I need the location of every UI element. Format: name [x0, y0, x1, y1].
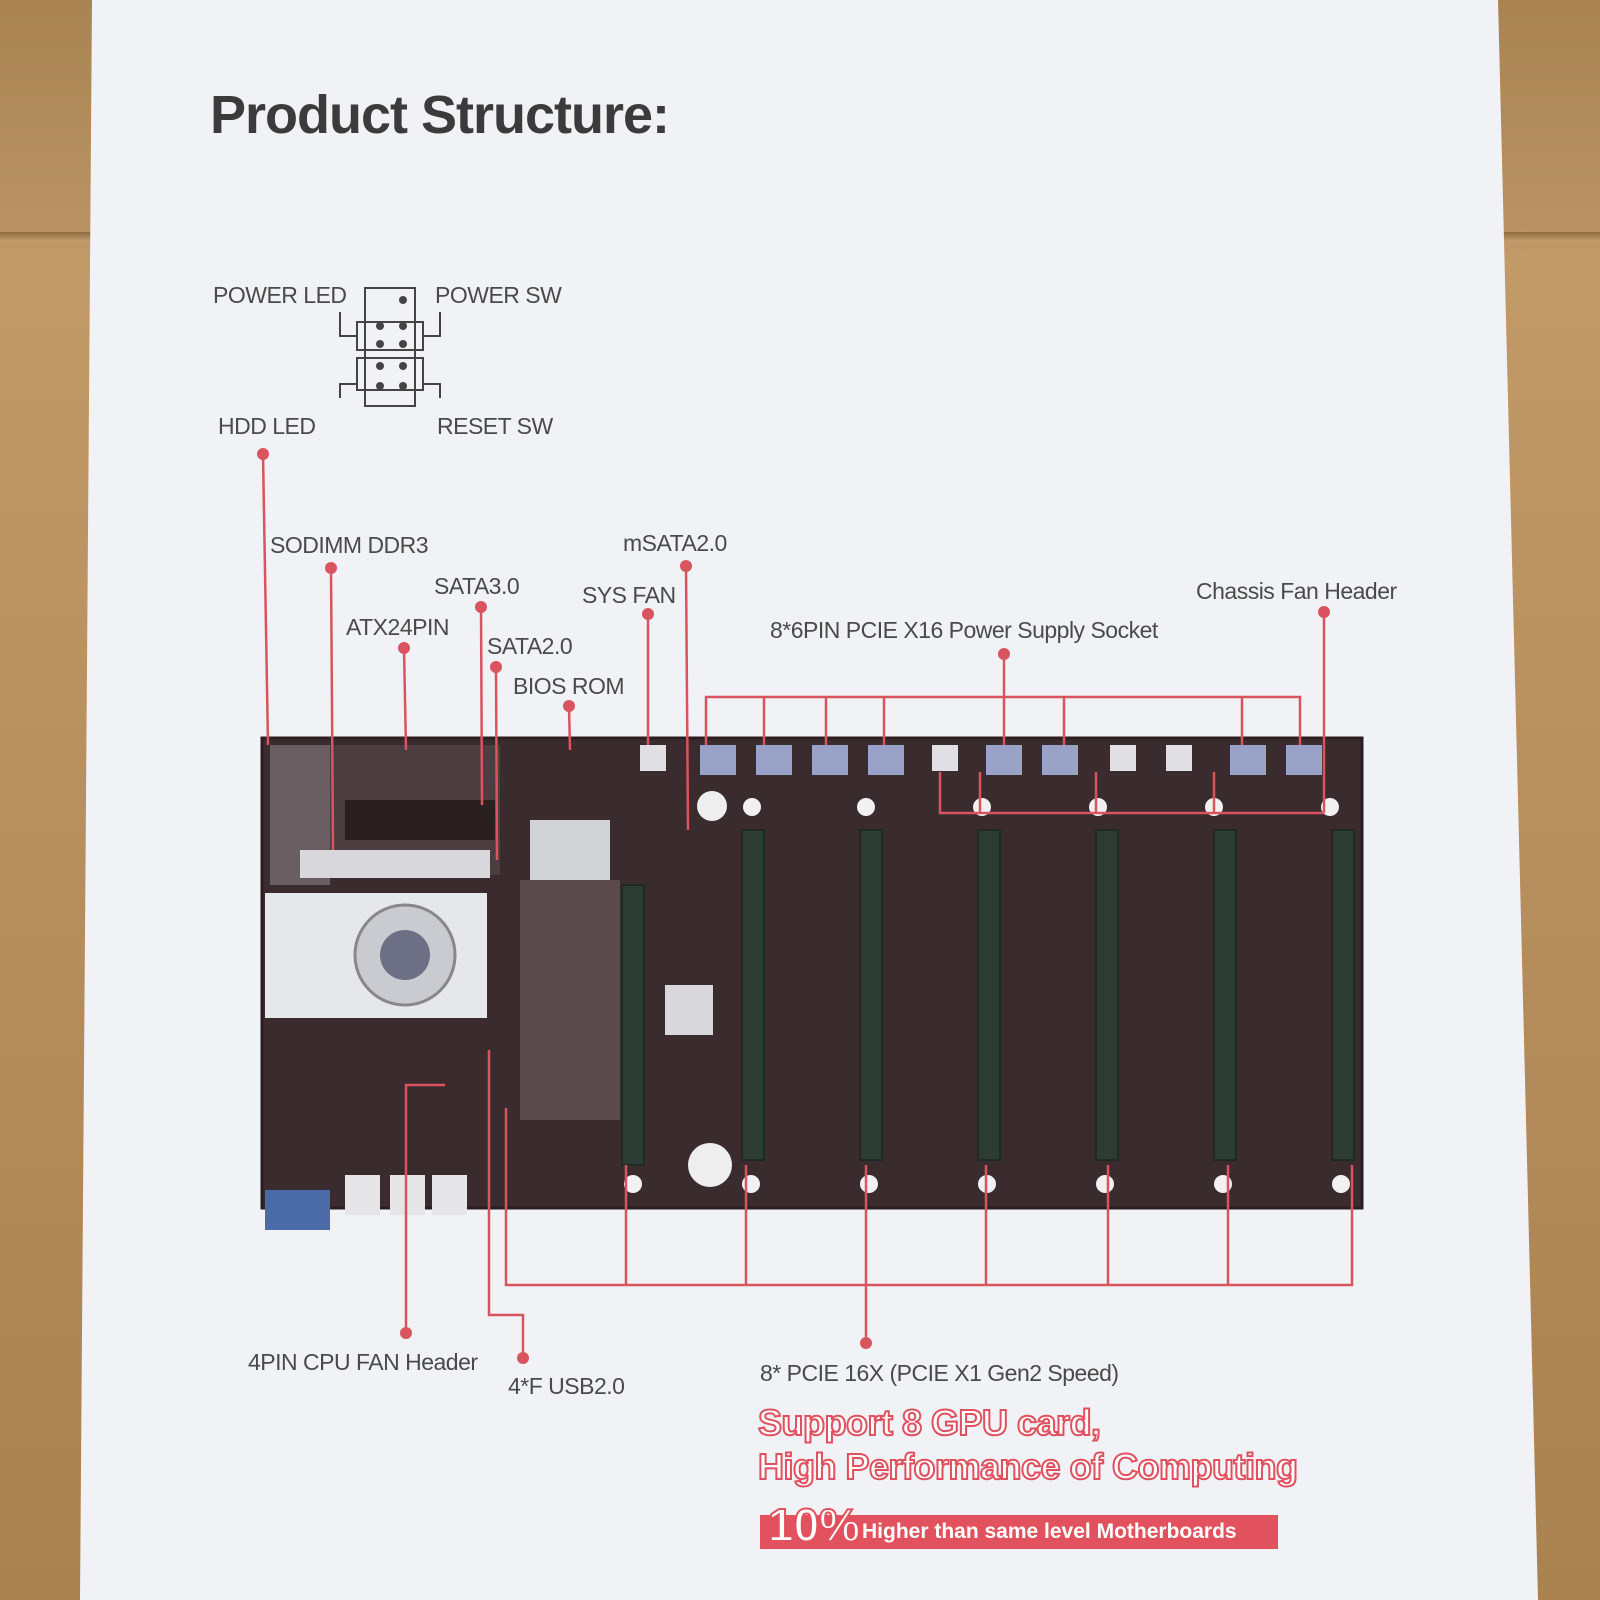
front-panel-pins: [376, 296, 407, 390]
front-panel-header: [339, 287, 441, 407]
label-sodimm: SODIMM DDR3: [270, 532, 429, 558]
page-title: Product Structure:: [210, 85, 670, 145]
promo-line2: High Performance of Computing: [757, 1445, 1299, 1488]
label-chassis-fan: Chassis Fan Header: [1196, 578, 1397, 604]
promo-banner-text: Higher than same level Motherboards: [862, 1520, 1237, 1543]
label-msata: mSATA2.0: [623, 530, 727, 556]
promo-banner: [760, 1515, 1278, 1549]
label-sata2: SATA2.0: [487, 633, 573, 659]
label-atx24: ATX24PIN: [346, 614, 449, 640]
label-bios: BIOS ROM: [513, 673, 625, 699]
label-power-led: POWER LED: [213, 282, 347, 308]
label-sys-fan: SYS FAN: [582, 582, 676, 608]
promo-line1: Support 8 GPU card,: [757, 1401, 1102, 1444]
label-pcie-power: 8*6PIN PCIE X16 Power Supply Socket: [770, 617, 1158, 643]
label-power-sw: POWER SW: [435, 282, 562, 308]
motherboard: [260, 736, 1364, 1230]
callout-lines: [261, 453, 1354, 1355]
label-usb: 4*F USB2.0: [508, 1373, 625, 1399]
label-reset-sw: RESET SW: [437, 413, 553, 439]
promo-percent: 10%: [767, 1498, 861, 1552]
callout-dots: [257, 448, 1330, 1364]
label-pcie-slots: 8* PCIE 16X (PCIE X1 Gen2 Speed): [760, 1360, 1119, 1386]
label-sata3: SATA3.0: [434, 573, 520, 599]
label-hdd-led: HDD LED: [218, 413, 316, 439]
label-cpu-fan: 4PIN CPU FAN Header: [248, 1349, 478, 1375]
